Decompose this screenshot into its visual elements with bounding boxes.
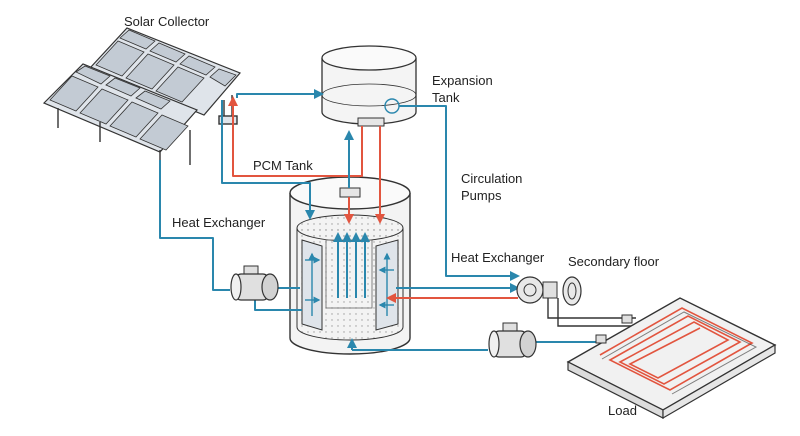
- label-secondary-floor: Secondary floor: [568, 254, 660, 269]
- label-heat-exchanger-right: Heat Exchanger: [451, 250, 545, 265]
- label-expansion-tank-2: Tank: [432, 90, 460, 105]
- pipe-hot-return: [228, 96, 363, 177]
- pipe-solar-to-left-pump: [159, 160, 230, 291]
- secondary-floor-load: [566, 297, 777, 420]
- left-circulation-pump: [230, 265, 279, 301]
- label-load: Load: [608, 403, 637, 418]
- pipe-solar-to-expansion: [236, 89, 324, 99]
- floor-circulation-pump: [488, 322, 537, 358]
- solar-panel-front-row: [42, 63, 199, 153]
- right-heat-exchanger: [516, 276, 636, 327]
- expansion-tank: [321, 45, 417, 127]
- label-expansion-tank-1: Expansion: [432, 73, 493, 88]
- pipe-plate-return: [254, 300, 302, 311]
- pipe-network: [159, 89, 600, 351]
- floor-heating-coil: [599, 307, 754, 391]
- label-heat-exchanger-left: Heat Exchanger: [172, 215, 266, 230]
- label-circulation-pumps-1: Circulation: [461, 171, 522, 186]
- pipe-solar-to-pcm: [221, 100, 315, 220]
- label-circulation-pumps-2: Pumps: [461, 188, 502, 203]
- pipe-expansion-to-heat-exchanger: [399, 105, 520, 281]
- label-pcm-tank: PCM Tank: [253, 158, 313, 173]
- solar-panel-back-row: [88, 27, 242, 116]
- solar-collector: [42, 27, 242, 170]
- label-solar-collector: Solar Collector: [124, 14, 210, 29]
